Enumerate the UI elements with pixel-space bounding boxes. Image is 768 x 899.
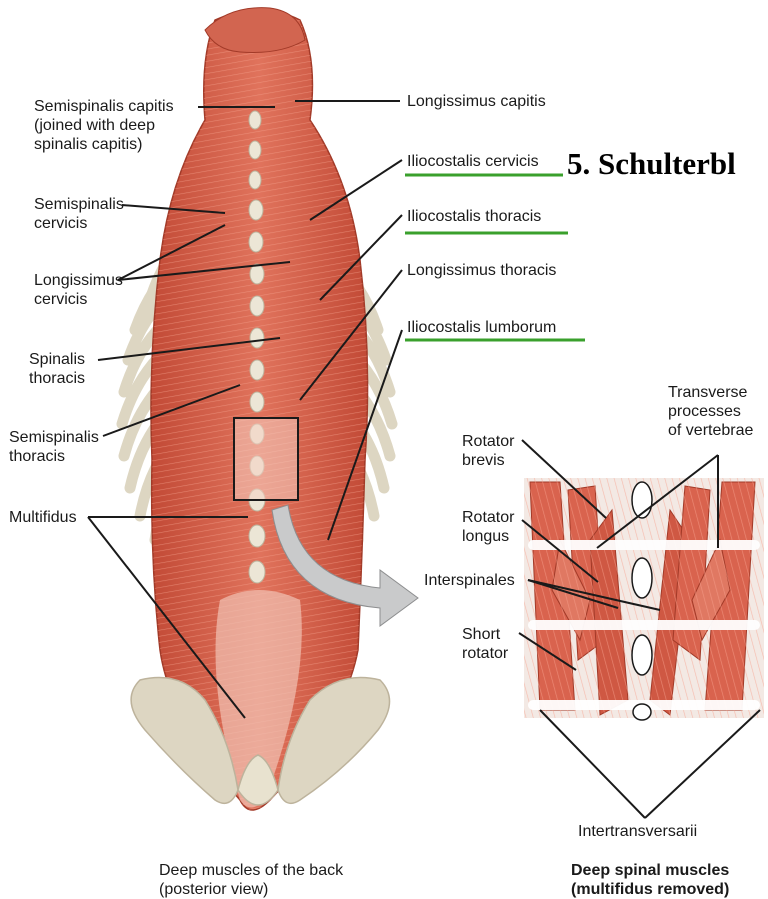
label-transverse-processes: Transverse processes of vertebrae [668,383,753,440]
label-longissimus-capitis: Longissimus capitis [407,92,546,111]
label-iliocostalis-cervicis: Iliocostalis cervicis [407,152,539,171]
label-rotator-brevis: Rotator brevis [462,432,514,470]
label-multifidus: Multifidus [9,508,77,527]
label-iliocostalis-thoracis: Iliocostalis thoracis [407,207,541,226]
inset-figure [524,478,764,720]
label-rotator-longus: Rotator longus [462,508,514,546]
caption-main: Deep muscles of the back (posterior view… [159,861,343,899]
inset-locator-box [234,418,298,500]
label-iliocostalis-lumborum: Iliocostalis lumborum [407,318,556,337]
label-spinalis-thoracis: Spinalis thoracis [29,350,85,388]
label-interspinales: Interspinales [424,571,515,590]
label-semispinalis-cervicis: Semispinalis cervicis [34,195,124,233]
label-longissimus-cervicis: Longissimus cervicis [34,271,123,309]
caption-inset: Deep spinal muscles (multifidus removed) [571,861,729,899]
label-semispinalis-capitis: Semispinalis capitis (joined with deep s… [34,97,174,154]
label-short-rotator: Short rotator [462,625,508,663]
label-intertransversarii: Intertransversarii [578,822,697,841]
highlight-underlines [405,175,585,340]
skull-base [205,8,305,53]
label-longissimus-thoracis: Longissimus thoracis [407,261,556,280]
label-semispinalis-thoracis: Semispinalis thoracis [9,428,99,466]
overlay-heading: 5. Schulterbl [567,146,736,182]
